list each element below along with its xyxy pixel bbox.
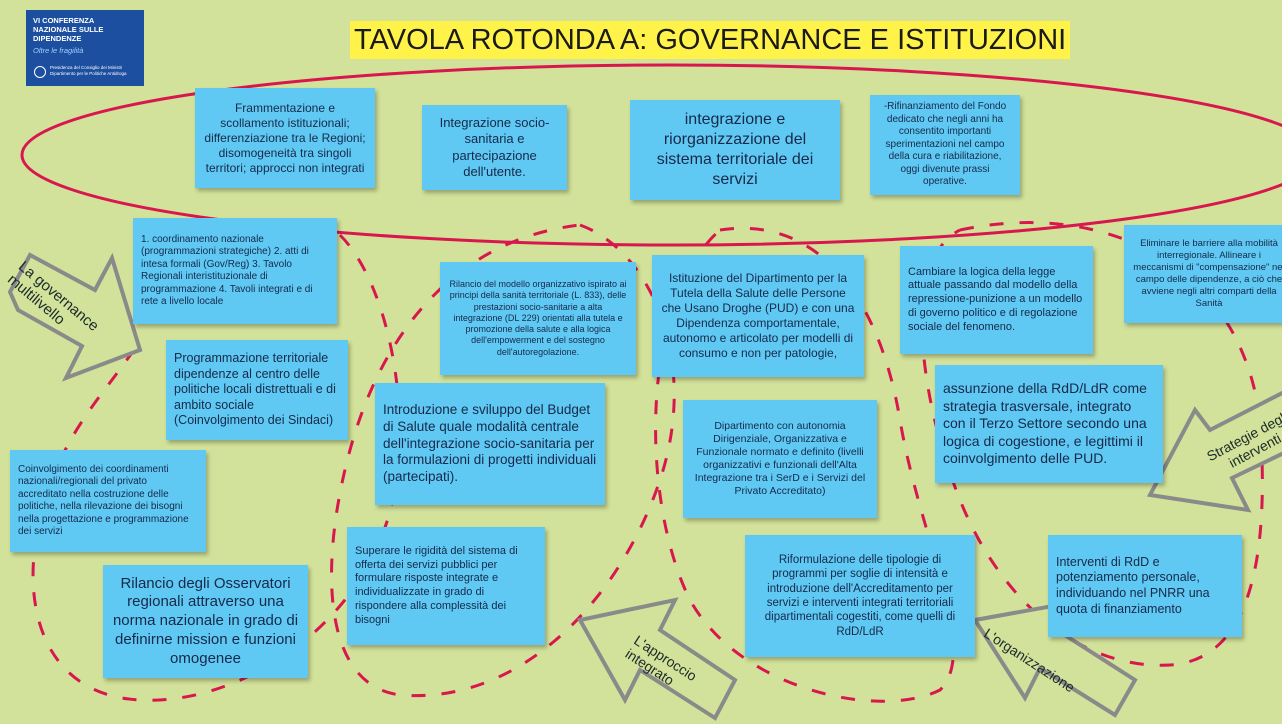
arrow-approccio [576,597,738,721]
logo-title: VI CONFERENZA NAZIONALE SULLE DIPENDENZE [33,16,104,43]
sticky-note[interactable]: assunzione della RdD/LdR come strategia … [935,365,1163,483]
sticky-note[interactable]: Integrazione socio-sanitaria e partecipa… [422,105,567,190]
sticky-note[interactable]: Eliminare le barriere alla mobilità inte… [1124,225,1282,323]
sticky-note[interactable]: 1. coordinamento nazionale (programmazio… [133,218,337,324]
note-text: Rilancio del modello organizzativo ispir… [449,279,627,357]
sticky-note[interactable]: Riformulazione delle tipologie di progra… [745,535,975,657]
sticky-note[interactable]: Cambiare la logica della legge attuale p… [900,246,1093,354]
sticky-note[interactable]: integrazione e riorganizzazione del sist… [630,100,840,200]
note-text: 1. coordinamento nazionale (programmazio… [141,233,313,308]
sticky-note[interactable]: Rilancio del modello organizzativo ispir… [440,262,636,375]
note-text: Dipartimento con autonomia Dirigenziale,… [694,419,866,498]
sticky-note[interactable]: Coinvolgimento dei coordinamenti naziona… [10,450,206,552]
arrow-governance [7,252,143,382]
sticky-note[interactable]: Dipartimento con autonomia Dirigenziale,… [683,400,877,518]
note-text: Istituzione del Dipartimento per la Tute… [661,271,855,360]
note-text: assunzione della RdD/LdR come strategia … [943,380,1147,467]
conference-logo: VI CONFERENZA NAZIONALE SULLE DIPENDENZE… [26,10,144,86]
board-title: TAVOLA ROTONDA A: GOVERNANCE E ISTITUZIO… [350,21,1071,59]
logo-subtitle: Oltre le fragilità [33,46,84,55]
sticky-note[interactable]: Frammentazione e scollamento istituziona… [195,88,375,188]
sticky-note[interactable]: Rilancio degli Osservatori regionali att… [103,565,308,678]
sticky-note[interactable]: Superare le rigidità del sistema di offe… [347,527,545,645]
note-text: Eliminare le barriere alla mobilità inte… [1133,238,1282,309]
sticky-note[interactable]: Interventi di RdD e potenziamento person… [1048,535,1242,637]
note-text: Interventi di RdD e potenziamento person… [1056,554,1210,616]
sticky-note[interactable]: Introduzione e sviluppo del Budget di Sa… [375,383,605,505]
sticky-note[interactable]: Programmazione territoriale dipendenze a… [166,340,348,440]
sticky-note[interactable]: Istituzione del Dipartimento per la Tute… [652,255,864,377]
government-seal-icon [34,66,46,78]
note-text: Cambiare la logica della legge attuale p… [908,265,1083,333]
logo-ministry: Presidenza del Consiglio dei Ministri Di… [50,65,127,76]
arrow-strategie [1146,390,1282,513]
note-text: Introduzione e sviluppo del Budget di Sa… [383,401,597,485]
note-text: Integrazione socio-sanitaria e partecipa… [439,115,550,179]
arrow-organizzazione [971,599,1138,718]
note-text: Superare le rigidità del sistema di offe… [355,544,518,626]
note-text: Coinvolgimento dei coordinamenti naziona… [18,463,189,538]
note-text: Programmazione territoriale dipendenze a… [174,350,336,428]
top-ellipse [20,63,1282,247]
note-text: Rilancio degli Osservatori regionali att… [112,574,299,667]
sticky-note[interactable]: -Rifinanziamento del Fondo dedicato che … [870,95,1020,195]
dashed-loop-organizzazione [654,226,955,703]
note-text: -Rifinanziamento del Fondo dedicato che … [883,101,1007,188]
note-text: Frammentazione e scollamento istituziona… [204,100,366,175]
dashed-loop-approccio [330,223,676,698]
note-text: Riformulazione delle tipologie di progra… [764,553,956,638]
note-text: integrazione e riorganizzazione del sist… [656,111,814,188]
